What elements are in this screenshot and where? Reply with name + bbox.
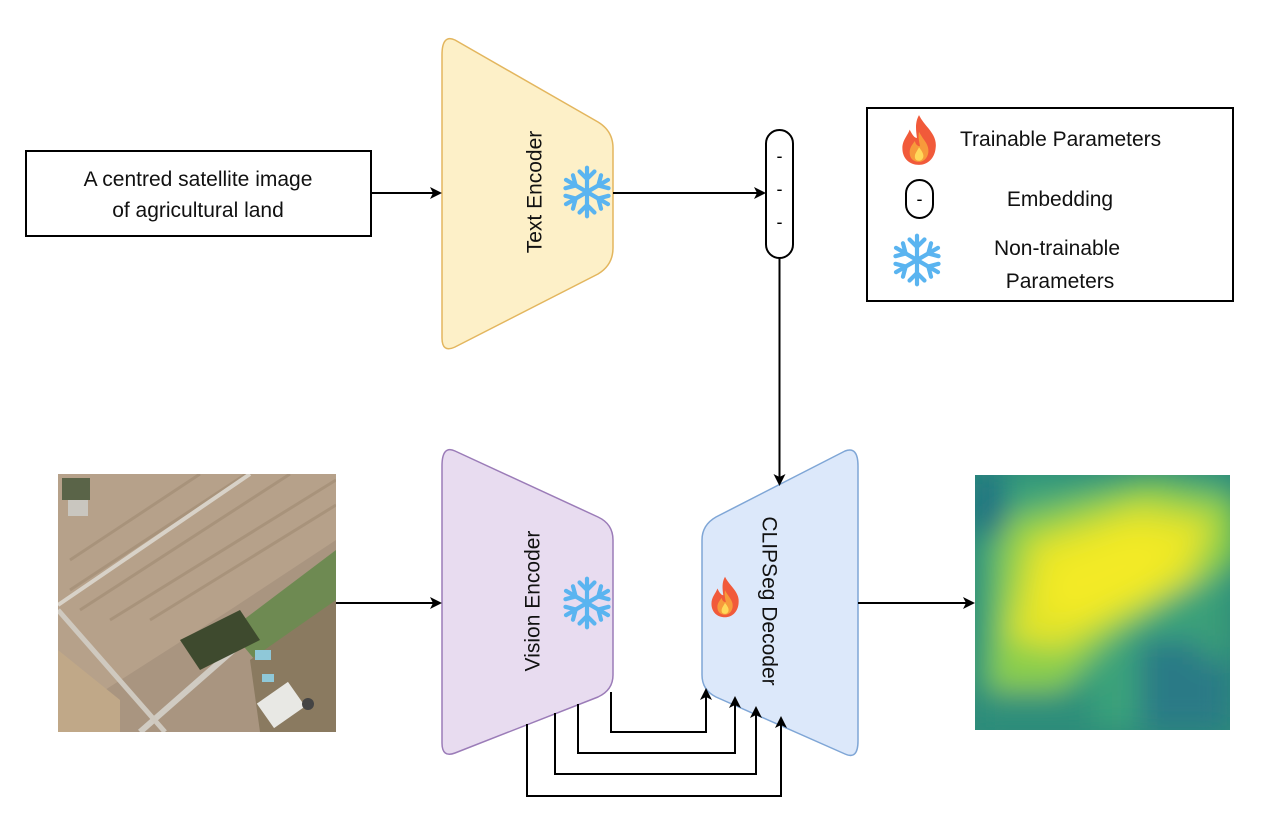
- embedding-legend-symbol: -: [917, 189, 923, 209]
- skip-connection-1: [610, 688, 712, 733]
- embedding-legend-icon: [905, 179, 934, 219]
- legend-frozen-label-line-2: Parameters: [1006, 270, 1115, 293]
- skip-connection-2: [577, 696, 741, 754]
- legend-embedding-label: Embedding: [1007, 188, 1113, 211]
- legend-trainable-label: Trainable Parameters: [960, 128, 1161, 151]
- clipseg-decoder: CLIPSeg Decoder: [701, 449, 859, 757]
- vision-encoder-label: Vision Encoder: [522, 531, 545, 672]
- embedding-dash-1: -: [777, 146, 783, 166]
- text-encoder: Text Encoder: [441, 37, 613, 350]
- embedding-vector: - - -: [765, 129, 794, 259]
- input-text-box: A centred satellite image of agricultura…: [25, 150, 372, 237]
- vision-encoder: Vision Encoder: [441, 448, 613, 755]
- skip-connection-4: [526, 716, 787, 797]
- satellite-image: [58, 474, 336, 732]
- input-text-line-1: A centred satellite image: [84, 168, 313, 191]
- legend: Trainable Parameters - Embedding Non-tra…: [866, 107, 1234, 302]
- legend-frozen-label-line-1: Non-trainable: [994, 237, 1120, 260]
- input-text-line-2: of agricultural land: [112, 199, 284, 222]
- connections: [336, 187, 975, 797]
- embedding-dash-2: -: [777, 179, 783, 199]
- segmentation-heatmap: [975, 475, 1230, 730]
- text-encoder-label: Text Encoder: [524, 131, 547, 254]
- skip-connection-3: [554, 706, 762, 775]
- embedding-dash-3: -: [777, 212, 783, 232]
- decoder-label: CLIPSeg Decoder: [757, 516, 780, 685]
